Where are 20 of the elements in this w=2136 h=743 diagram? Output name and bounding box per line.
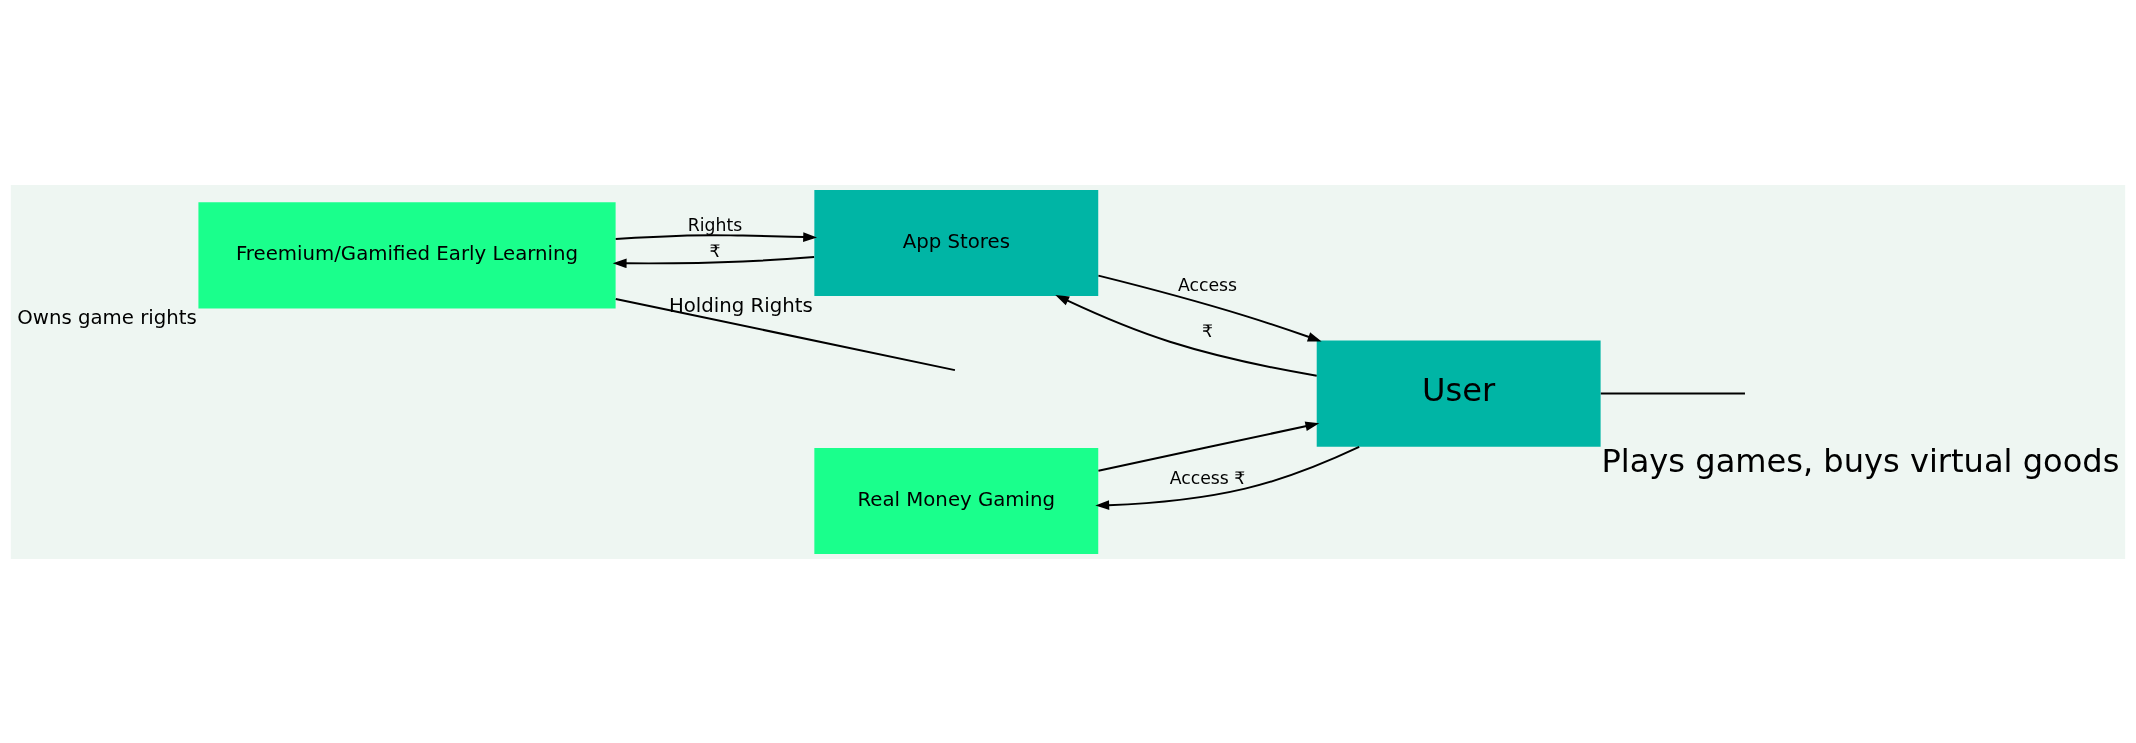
node-label: Plays games, buys virtual goods <box>1601 441 2120 480</box>
node-label: Owns game rights <box>17 305 197 329</box>
arrow <box>612 255 816 268</box>
node-box: Real Money Gaming <box>814 447 1099 554</box>
arrow <box>1055 294 1318 377</box>
connector <box>614 297 956 371</box>
connector <box>1599 392 1746 395</box>
arrow <box>1097 274 1322 341</box>
node-box: App Stores <box>814 189 1099 296</box>
arrow <box>1095 445 1361 510</box>
node-label: Holding Rights <box>668 293 813 317</box>
arrow <box>1097 420 1320 472</box>
edge-label: Rights <box>687 214 743 235</box>
edge-label: ₹ <box>709 240 721 261</box>
node-box: Freemium/Gamified Early Learning <box>198 201 616 308</box>
edge-label: Access ₹ <box>1169 467 1246 488</box>
arrow <box>614 231 817 242</box>
edge-label: Access <box>1177 274 1238 295</box>
node-box: User <box>1316 340 1601 447</box>
edge-label: ₹ <box>1201 320 1213 341</box>
